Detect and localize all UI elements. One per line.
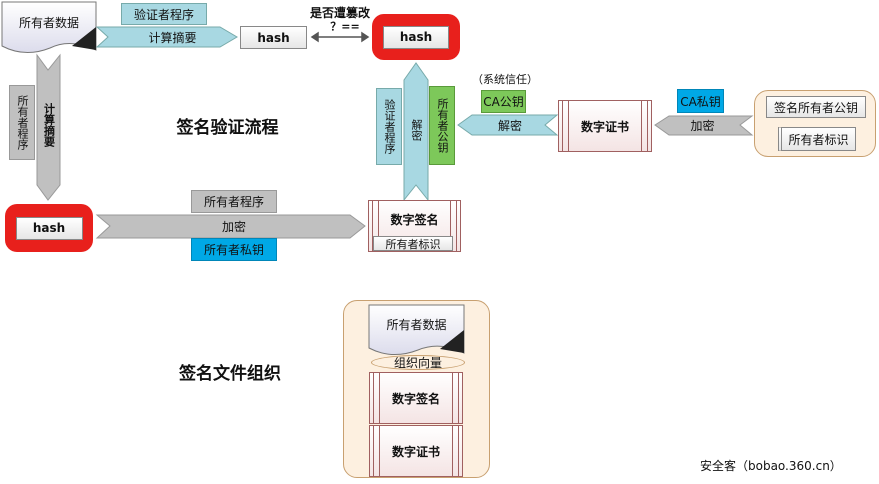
encrypt-left-arrow [654,115,754,136]
signer-public-key: 签名所有者公钥 [766,96,866,118]
compare-double-arrow [310,31,370,43]
hash-highlight: hash [372,14,460,60]
file-digital-certificate: 数字证书 [369,425,463,477]
ca-public-key: CA公钥 [481,90,526,113]
file-org-title: 签名文件组织 [179,363,281,384]
compute-digest-vertical: 计算摘要 [42,103,56,147]
decrypt-label: 解密 [497,118,522,133]
digital-certificate: 数字证书 [558,100,652,152]
hash-owner: hash [15,216,83,240]
decrypt-left-arrow [457,114,559,136]
owner-id-cert: 所有者标识 [778,127,856,151]
left-down-arrow [36,53,61,201]
page-fold-icon [440,330,464,353]
encrypt-ca-label: 加密 [690,119,715,133]
decrypt-vertical: 解密 [410,119,423,141]
hash-computed: hash [240,26,307,49]
org-vector: 组织向量 [371,355,465,370]
digital-certificate-label: 数字证书 [580,119,629,134]
watermark: 安全客（bobao.360.cn） [700,458,842,473]
owner-program-vertical: 所有者程序 [9,85,35,160]
tampered-question: 是否遭篡改 [309,5,370,20]
owner-private-key: 所有者私钥 [191,238,277,261]
verify-flow-title: 签名验证流程 [176,117,279,138]
owner-data-label: 所有者数据 [18,15,79,30]
page-fold-icon [72,27,96,50]
verifier-program-vertical: 验证者程序 [376,88,402,165]
digital-signature-label: 数字签名 [390,213,439,227]
file-digital-certificate-label: 数字证书 [391,444,440,459]
encrypt-label: 加密 [221,220,246,234]
hash-owner-highlight: hash [5,204,93,252]
owner-program-label: 所有者程序 [191,190,277,213]
owner-id: 所有者标识 [373,236,453,251]
system-trust-label: （系统信任） [472,72,538,86]
compute-digest-arrow [95,26,238,48]
hash-decrypted: hash [383,25,449,49]
ca-private-key: CA私钥 [677,89,724,113]
file-owner-data-label: 所有者数据 [386,317,447,332]
compare-label: ？== [330,20,360,33]
file-digital-signature: 数字签名 [369,372,463,424]
encrypt-arrow [95,214,366,239]
file-digital-signature-label: 数字签名 [391,391,440,406]
owner-public-key: 所有者公钥 [429,86,455,165]
compute-digest-label: 计算摘要 [148,30,197,45]
verifier-program-label: 验证者程序 [121,3,207,25]
